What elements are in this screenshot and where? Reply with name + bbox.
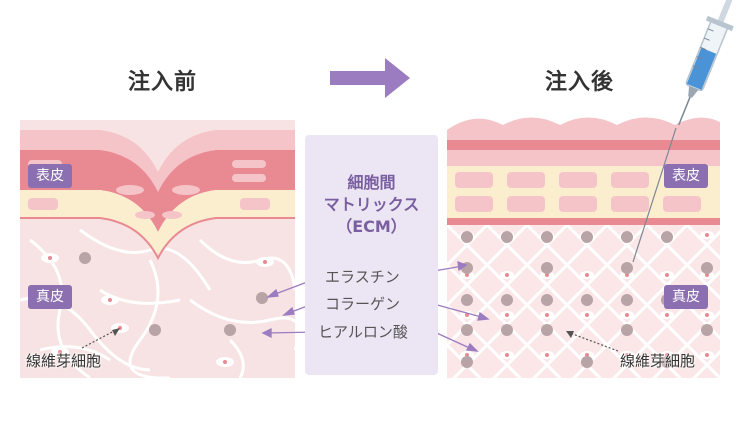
before-title: 注入前: [128, 70, 198, 95]
ecm-component-hyaluronic-acid: ヒアルロン酸: [316, 321, 410, 342]
fibroblast-pointers: [81, 329, 619, 352]
after-fibroblast-label: 線維芽細胞: [620, 352, 696, 370]
ecm-title-line3: （ECM）: [336, 217, 407, 236]
after-skin-section: [447, 117, 720, 378]
after-stratum-top: [447, 117, 720, 140]
after-epidermis-cells: [455, 172, 701, 212]
before-after-arrow: [330, 58, 410, 98]
after-dermis-tag: 真皮: [664, 285, 708, 309]
before-stratum-top: [20, 130, 295, 192]
syringe-icon: [678, 0, 738, 126]
before-epidermis-band: [20, 150, 295, 232]
before-fibroblast-label: 線維芽細胞: [26, 352, 102, 370]
after-epidermis-tag: 表皮: [664, 164, 708, 188]
ecm-title-line2: マトリックス: [323, 195, 420, 214]
before-epidermis-tag: 表皮: [28, 164, 72, 188]
ecm-component-collagen: コラーゲン: [323, 293, 403, 314]
before-basal-layer: [20, 190, 295, 258]
ecm-title-line1: 細胞間: [347, 173, 396, 192]
before-skin-section: [20, 120, 295, 378]
before-dermis-tag: 真皮: [28, 285, 72, 309]
after-title: 注入後: [545, 70, 615, 95]
needle-line: [632, 127, 677, 263]
before-ecm-dots: [79, 252, 268, 336]
ecm-component-elastin: エラスチン: [323, 266, 402, 287]
